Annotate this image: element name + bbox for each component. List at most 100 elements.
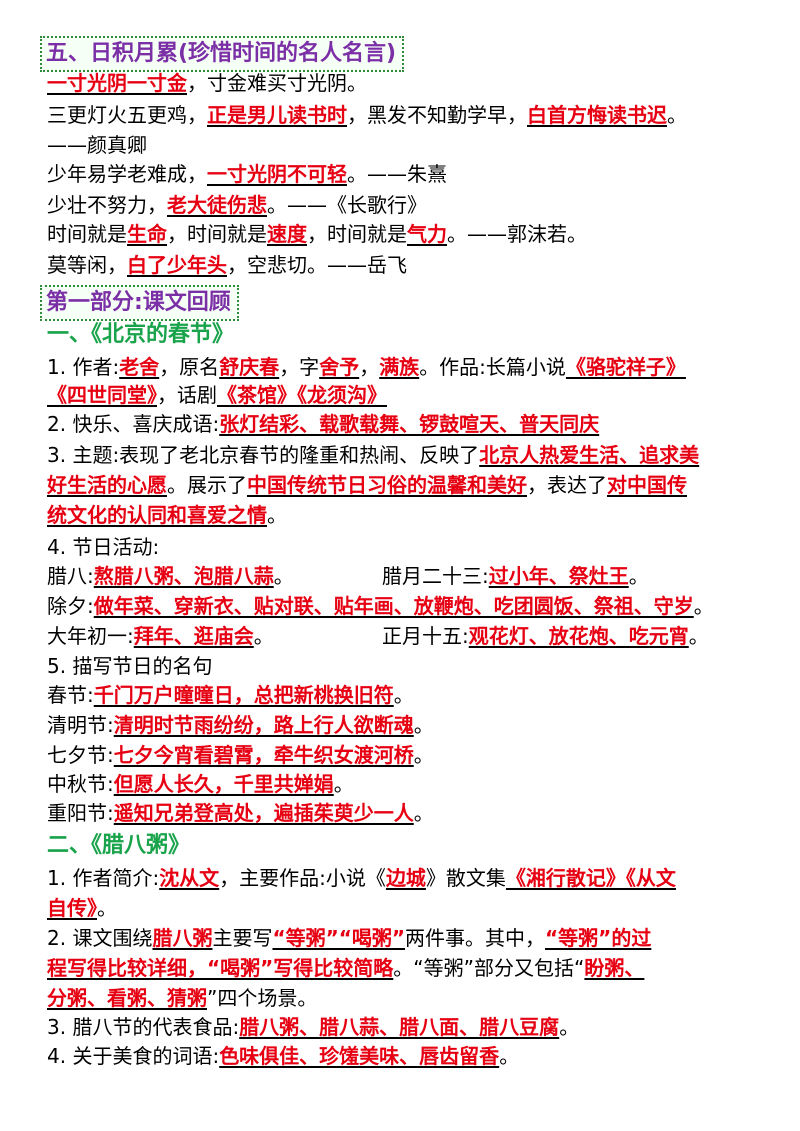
text: 1. 作者简介: bbox=[47, 866, 160, 890]
text: 。 bbox=[688, 624, 709, 648]
answer: 腊八粥 bbox=[152, 926, 213, 950]
answer: 自传》 bbox=[47, 896, 97, 920]
answer: 张灯结彩、载歌载舞、锣鼓喧天、普天同庆 bbox=[219, 412, 600, 436]
answer: 七夕今宵看碧霄，牵牛织女渡河桥 bbox=[113, 743, 414, 767]
text: ，空悲切。——岳飞 bbox=[227, 253, 407, 277]
answer: 千门万户曈曈日，总把新桃换旧符 bbox=[93, 683, 394, 707]
text: 3. 腊八节的代表食品: bbox=[47, 1015, 240, 1039]
answer: 统文化的认同和喜爱之情 bbox=[47, 503, 267, 527]
answer: 北京人热爱生活、追求美 bbox=[479, 443, 700, 467]
l1-row-5c: 七夕节:七夕今宵看碧霄，牵牛织女渡河桥。 bbox=[47, 741, 434, 769]
text: 少壮不努力， bbox=[47, 193, 167, 217]
text: 莫等闲， bbox=[47, 253, 127, 277]
answer: 程写得比较详细，“喝粥”写得比较简略 bbox=[47, 956, 394, 980]
answer: 一寸光阴一寸金 bbox=[47, 71, 187, 95]
l2-row-3: 3. 腊八节的代表食品:腊八粥、腊八蒜、腊八面、腊八豆腐。 bbox=[47, 1013, 579, 1041]
answer: 做年菜、穿新衣、贴对联、贴年画、放鞭炮、吃团圆饭、祭祖、守岁 bbox=[93, 594, 694, 618]
text: 。 bbox=[393, 683, 414, 707]
l2-row-1b: 自传》。 bbox=[47, 894, 117, 922]
answer: 速度 bbox=[267, 222, 307, 246]
answer: 满族 bbox=[379, 355, 420, 379]
answer: 白首方悔读书迟 bbox=[527, 103, 667, 127]
text: 》散文集 bbox=[425, 866, 506, 890]
answer: 边城 bbox=[385, 866, 426, 890]
text: 。 bbox=[273, 564, 294, 588]
quote-2: 三更灯火五更鸡，正是男儿读书时，黑发不知勤学早，白首方悔读书迟。 bbox=[47, 101, 687, 129]
l2-row-1: 1. 作者简介:沈从文，主要作品:小说《边城》散文集《湘行散记》《从文 bbox=[47, 864, 676, 892]
text: 正月十五: bbox=[382, 624, 469, 648]
text: 七夕节: bbox=[47, 743, 114, 767]
text: 2. 课文围绕 bbox=[47, 926, 153, 950]
text: 除夕: bbox=[47, 594, 94, 618]
l1-row-3c: 统文化的认同和喜爱之情。 bbox=[47, 501, 287, 529]
answer: 正是男儿读书时 bbox=[207, 103, 347, 127]
l2-row-2: 2. 课文围绕腊八粥主要写“等粥”“喝粥”两件事。其中，“等粥”的过 bbox=[47, 924, 651, 952]
text: ，寸金难买寸光阴。 bbox=[187, 71, 367, 95]
l1-row-5d: 中秋节:但愿人长久，千里共婵娟。 bbox=[47, 770, 354, 798]
text: 。 bbox=[628, 564, 649, 588]
answer: 对中国传 bbox=[607, 473, 687, 497]
l1-row-4a: 腊八:熬腊八粥、泡腊八蒜。 bbox=[47, 562, 294, 590]
text: 三更灯火五更鸡， bbox=[47, 103, 207, 127]
text: ”四个场景。 bbox=[207, 986, 318, 1010]
l1-row-5b: 清明节:清明时节雨纷纷，路上行人欲断魂。 bbox=[47, 711, 434, 739]
text: 大年初一: bbox=[47, 624, 134, 648]
text: 。 bbox=[97, 896, 117, 920]
text: 腊月二十三: bbox=[382, 564, 489, 588]
answer: 中国传统节日习俗的温馨和美好 bbox=[247, 473, 527, 497]
answer: 遥知兄弟登高处，遍插茱萸少一人 bbox=[113, 801, 414, 825]
l1-row-5a: 春节:千门万户曈曈日，总把新桃换旧符。 bbox=[47, 681, 414, 709]
text: 。 bbox=[667, 103, 687, 127]
text: 主要写 bbox=[212, 926, 273, 950]
text: ，主要作品:小说《 bbox=[219, 866, 386, 890]
text: 腊八: bbox=[47, 564, 94, 588]
l1-row-4a-right: 腊月二十三:过小年、祭灶王。 bbox=[382, 562, 649, 590]
answer: “等粥”“喝粥” bbox=[272, 926, 406, 950]
quote-5: 时间就是生命，时间就是速度，时间就是气力。——郭沫若。 bbox=[47, 220, 587, 248]
l1-row-4b: 除夕:做年菜、穿新衣、贴对联、贴年画、放鞭炮、吃团圆饭、祭祖、守岁。 bbox=[47, 592, 714, 620]
text: ，字 bbox=[279, 355, 320, 379]
text: 。——郭沫若。 bbox=[447, 222, 587, 246]
l1-row-4c: 大年初一:拜年、逛庙会。 bbox=[47, 622, 274, 650]
text: 。 bbox=[333, 772, 354, 796]
text: 。“等粥”部分又包括“ bbox=[393, 956, 585, 980]
text: 。——朱熹 bbox=[347, 162, 447, 186]
l2-row-2b: 程写得比较详细，“喝粥”写得比较简略。“等粥”部分又包括“盼粥、 bbox=[47, 954, 644, 982]
text: 。 bbox=[413, 743, 434, 767]
quote-3: 少年易学老难成，一寸光阴不可轻。——朱熹 bbox=[47, 160, 447, 188]
answer: 过小年、祭灶王 bbox=[488, 564, 629, 588]
answer: 色味俱佳、珍馐美味、唇齿留香 bbox=[219, 1044, 500, 1068]
quote-4: 少壮不努力，老大徒伤悲。——《长歌行》 bbox=[47, 191, 427, 219]
answer: 熬腊八粥、泡腊八蒜 bbox=[93, 564, 274, 588]
text: ，原名 bbox=[159, 355, 220, 379]
text: 。 bbox=[253, 624, 274, 648]
l1-row-1: 1. 作者:老舍，原名舒庆春，字舍予，满族。作品:长篇小说《骆驼祥子》 bbox=[47, 353, 686, 381]
text: ，黑发不知勤学早， bbox=[347, 103, 527, 127]
answer: 《茶馆》《龙须沟》 bbox=[217, 383, 387, 407]
text: 。 bbox=[267, 503, 287, 527]
text: ，时间就是 bbox=[167, 222, 267, 246]
text: 。展示了 bbox=[167, 473, 247, 497]
text: 。 bbox=[559, 1015, 580, 1039]
answer: 观花灯、放花炮、吃元宵 bbox=[468, 624, 689, 648]
text: 两件事。其中， bbox=[405, 926, 546, 950]
text: 。 bbox=[413, 801, 434, 825]
answer: 清明时节雨纷纷，路上行人欲断魂 bbox=[113, 713, 414, 737]
text: 清明节: bbox=[47, 713, 114, 737]
text: 。 bbox=[413, 713, 434, 737]
answer: 腊八粥、腊八蒜、腊八面、腊八豆腐 bbox=[239, 1015, 560, 1039]
answer: 拜年、逛庙会 bbox=[133, 624, 254, 648]
l1-row-1b: 《四世同堂》，话剧《茶馆》《龙须沟》 bbox=[47, 381, 387, 409]
text: 重阳节: bbox=[47, 801, 114, 825]
answer: 沈从文 bbox=[159, 866, 220, 890]
l1-row-2: 2. 快乐、喜庆成语:张灯结彩、载歌载舞、锣鼓喧天、普天同庆 bbox=[47, 410, 599, 438]
l1-row-5: 5. 描写节日的名句 bbox=[47, 654, 213, 678]
l2-row-4: 4. 关于美食的词语:色味俱佳、珍馐美味、唇齿留香。 bbox=[47, 1042, 519, 1070]
text: ，话剧 bbox=[157, 383, 217, 407]
text: 春节: bbox=[47, 683, 94, 707]
answer: 舍予 bbox=[319, 355, 360, 379]
answer: 好生活的心愿 bbox=[47, 473, 167, 497]
text: 少年易学老难成， bbox=[47, 162, 207, 186]
text: 2. 快乐、喜庆成语: bbox=[47, 412, 220, 436]
answer: 气力 bbox=[407, 222, 447, 246]
